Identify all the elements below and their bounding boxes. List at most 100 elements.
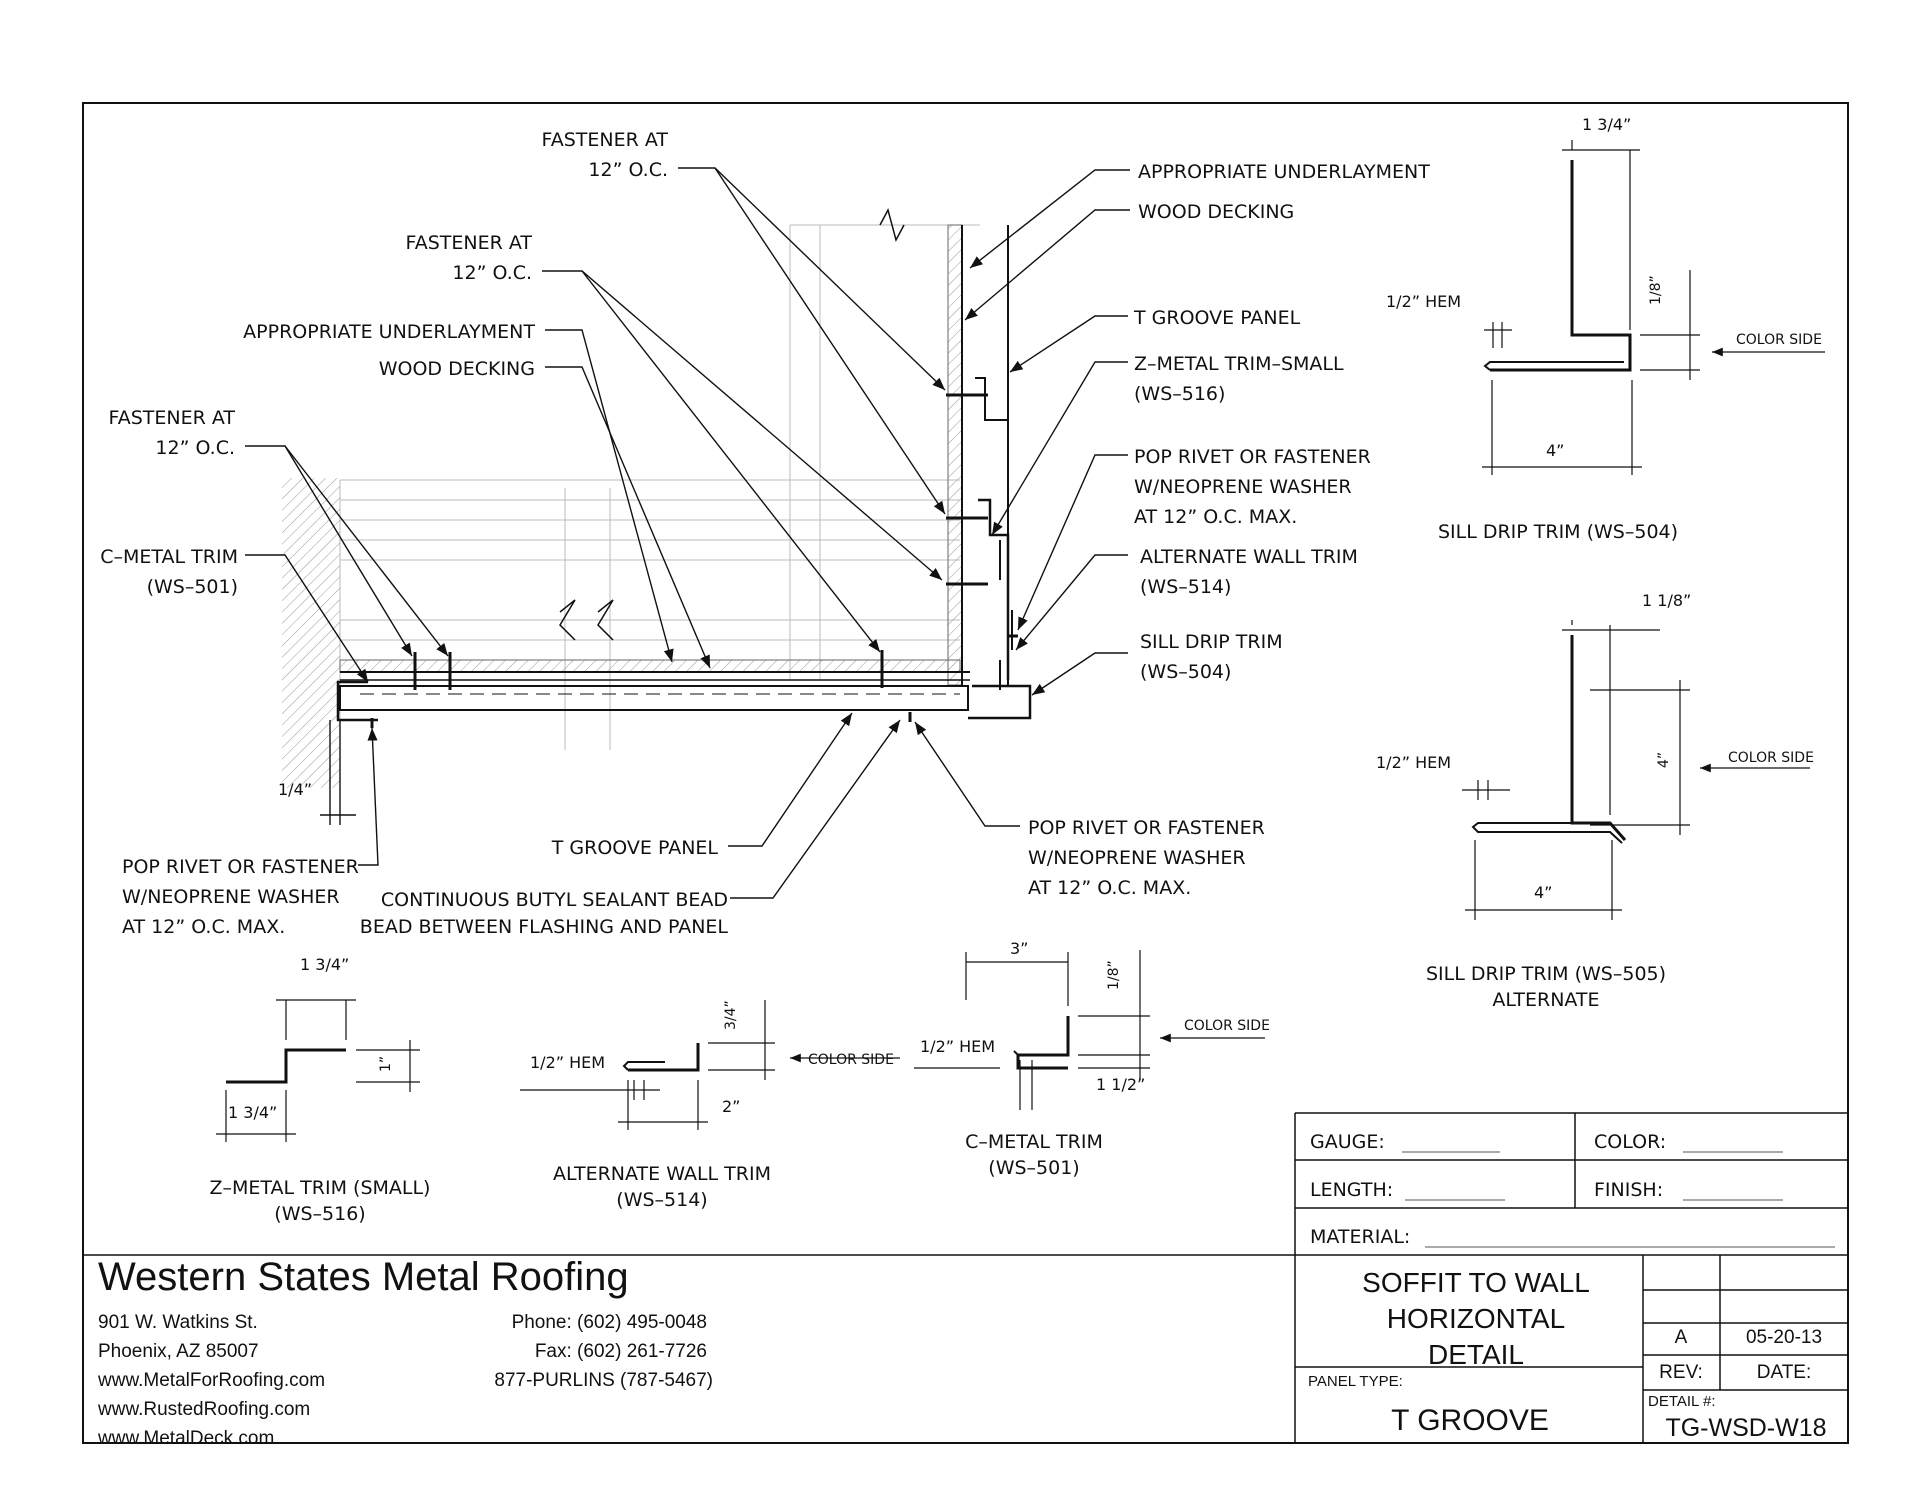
spec-material-label: MATERIAL: xyxy=(1310,1226,1410,1248)
callout-pop-left-1: POP RIVET OR FASTENER xyxy=(122,856,359,878)
ws514-subtitle: (WS–514) xyxy=(616,1189,707,1211)
profile-ws505: 1 1/8” 1/2” HEM 4” 4” COLOR SIDE SILL DR… xyxy=(1376,591,1814,1011)
ws505-dim-bottom: 4” xyxy=(1534,883,1552,902)
ws501-color-side: COLOR SIDE xyxy=(1184,1018,1270,1034)
callout-tgroove-bottom: T GROOVE PANEL xyxy=(551,837,719,859)
callout-sill-2: (WS–504) xyxy=(1140,661,1231,683)
callout-pop-right-3: AT 12” O.C. MAX. xyxy=(1134,506,1297,528)
profile-ws501: 3” 1/2” HEM 1/8” 1 1/2” COLOR SIDE C–MET… xyxy=(914,939,1270,1179)
callout-pop-right-2: W/NEOPRENE WASHER xyxy=(1134,476,1352,498)
ws504-dim-side: 1/8” xyxy=(1648,275,1664,305)
profile-ws516: 1 3/4” 1” 1 3/4” Z–METAL TRIM (SMALL) (W… xyxy=(210,955,431,1225)
callout-pop-bottom-1: POP RIVET OR FASTENER xyxy=(1028,817,1265,839)
callout-underlayment-left: APPROPRIATE UNDERLAYMENT xyxy=(243,321,535,343)
profile-ws514: 1/2” HEM 3/4” 2” COLOR SIDE ALTERNATE WA… xyxy=(520,1000,900,1211)
callout-butyl-2: BEAD BETWEEN FLASHING AND PANEL xyxy=(360,916,729,938)
ws514-dim-bottom: 2” xyxy=(722,1097,740,1116)
spec-length-label: LENGTH: xyxy=(1310,1179,1393,1201)
callout-cmetal-1: C–METAL TRIM xyxy=(100,546,238,568)
detail-label: DETAIL #: xyxy=(1648,1393,1716,1410)
ws516-dim-bottom: 1 3/4” xyxy=(228,1103,277,1122)
callout-pop-left-3: AT 12” O.C. MAX. xyxy=(122,916,285,938)
website-1: www.MetalForRoofing.com xyxy=(97,1370,325,1391)
callout-decking-right: WOOD DECKING xyxy=(1138,201,1294,223)
ws514-dim-side: 3/4” xyxy=(723,1000,739,1030)
callout-zmetal-2: (WS–516) xyxy=(1134,383,1225,405)
spec-box-text: GAUGE: COLOR: LENGTH: FINISH: MATERIAL: xyxy=(1310,1131,1666,1248)
company-name: Western States Metal Roofing xyxy=(98,1255,629,1299)
ws514-title: ALTERNATE WALL TRIM xyxy=(553,1163,771,1185)
callout-butyl-1: CONTINUOUS BUTYL SEALANT BEAD xyxy=(381,889,728,911)
title-block xyxy=(83,1254,1848,1443)
address-line-1: 901 W. Watkins St. xyxy=(98,1312,258,1333)
main-callout-text: FASTENER AT 12” O.C. FASTENER AT 12” O.C… xyxy=(100,129,1430,938)
ws501-dim-side-top: 1/8” xyxy=(1106,960,1122,990)
main-detail xyxy=(282,207,1032,788)
callout-altwall-2: (WS–514) xyxy=(1140,576,1231,598)
callout-decking-left: WOOD DECKING xyxy=(379,358,535,380)
website-2: www.RustedRoofing.com xyxy=(97,1399,310,1420)
phone: Phone: (602) 495-0048 xyxy=(512,1312,707,1333)
callout-fastener-top-2: 12” O.C. xyxy=(588,159,668,181)
profile-ws504: 1 3/4” 1/2” HEM 1/8” 4” COLOR SIDE SILL … xyxy=(1386,115,1825,543)
callout-fastener-mid-2: 12” O.C. xyxy=(452,262,532,284)
ws516-dim-side: 1” xyxy=(378,1056,394,1072)
ws505-color-side: COLOR SIDE xyxy=(1728,750,1814,766)
callout-cmetal-2: (WS–501) xyxy=(147,576,238,598)
callout-dim-quarter: 1/4” xyxy=(278,780,312,799)
drawing-title-1: SOFFIT TO WALL xyxy=(1362,1267,1590,1298)
ws504-hem: 1/2” HEM xyxy=(1386,292,1461,311)
ws505-title: SILL DRIP TRIM (WS–505) xyxy=(1426,963,1666,985)
leader-lines xyxy=(245,167,1130,899)
ws501-dim-top: 3” xyxy=(1010,939,1028,958)
ws516-dim-top: 1 3/4” xyxy=(300,955,349,974)
sheet-border xyxy=(82,102,1849,1444)
callout-altwall-1: ALTERNATE WALL TRIM xyxy=(1140,546,1358,568)
spec-gauge-label: GAUGE: xyxy=(1310,1131,1385,1153)
ws505-dim-side: 4” xyxy=(1656,752,1672,768)
ws504-dim-top: 1 3/4” xyxy=(1582,115,1631,134)
drawing-title-2: HORIZONTAL xyxy=(1387,1303,1565,1334)
date-value: 05-20-13 xyxy=(1746,1327,1822,1348)
callout-fastener-left-2: 12” O.C. xyxy=(155,437,235,459)
rev-value: A xyxy=(1675,1327,1688,1348)
panel-type-label: PANEL TYPE: xyxy=(1308,1373,1403,1390)
ws514-color-side: COLOR SIDE xyxy=(808,1052,894,1068)
callout-tgroove-right: T GROOVE PANEL xyxy=(1133,307,1301,329)
detail-number: TG-WSD-W18 xyxy=(1665,1414,1826,1442)
callout-pop-bottom-2: W/NEOPRENE WASHER xyxy=(1028,847,1246,869)
fax: Fax: (602) 261-7726 xyxy=(535,1341,707,1362)
date-label: DATE: xyxy=(1757,1362,1812,1383)
ws505-dim-top: 1 1/8” xyxy=(1642,591,1691,610)
spec-box xyxy=(1294,1112,1848,1443)
ws501-hem: 1/2” HEM xyxy=(920,1037,995,1056)
ws516-title: Z–METAL TRIM (SMALL) xyxy=(210,1177,431,1199)
website-3: www.MetalDeck.com xyxy=(97,1428,274,1449)
callout-sill-1: SILL DRIP TRIM xyxy=(1140,631,1283,653)
spec-color-label: COLOR: xyxy=(1594,1131,1666,1153)
callout-fastener-left-1: FASTENER AT xyxy=(109,407,236,429)
ws505-hem: 1/2” HEM xyxy=(1376,753,1451,772)
ws504-title: SILL DRIP TRIM (WS–504) xyxy=(1438,521,1678,543)
ws514-hem: 1/2” HEM xyxy=(530,1053,605,1072)
rev-label: REV: xyxy=(1659,1362,1703,1383)
purlins-phone: 877-PURLINS (787-5467) xyxy=(494,1370,713,1391)
callout-pop-bottom-3: AT 12” O.C. MAX. xyxy=(1028,877,1191,899)
panel-type-value: T GROOVE xyxy=(1391,1404,1549,1437)
title-block-text: Western States Metal Roofing 901 W. Watk… xyxy=(97,1255,1827,1449)
ws504-color-side: COLOR SIDE xyxy=(1736,332,1822,348)
callout-pop-right-1: POP RIVET OR FASTENER xyxy=(1134,446,1371,468)
ws501-subtitle: (WS–501) xyxy=(988,1157,1079,1179)
callout-fastener-top-1: FASTENER AT xyxy=(542,129,669,151)
ws501-dim-side-bottom: 1 1/2” xyxy=(1096,1075,1145,1094)
address-line-2: Phoenix, AZ 85007 xyxy=(98,1341,259,1362)
ws505-subtitle: ALTERNATE xyxy=(1492,989,1599,1011)
callout-fastener-mid-1: FASTENER AT xyxy=(406,232,533,254)
callout-zmetal-1: Z–METAL TRIM–SMALL xyxy=(1134,353,1344,375)
ws504-dim-bottom: 4” xyxy=(1546,441,1564,460)
ws501-title: C–METAL TRIM xyxy=(965,1131,1103,1153)
ws516-subtitle: (WS–516) xyxy=(274,1203,365,1225)
spec-finish-label: FINISH: xyxy=(1594,1179,1663,1201)
